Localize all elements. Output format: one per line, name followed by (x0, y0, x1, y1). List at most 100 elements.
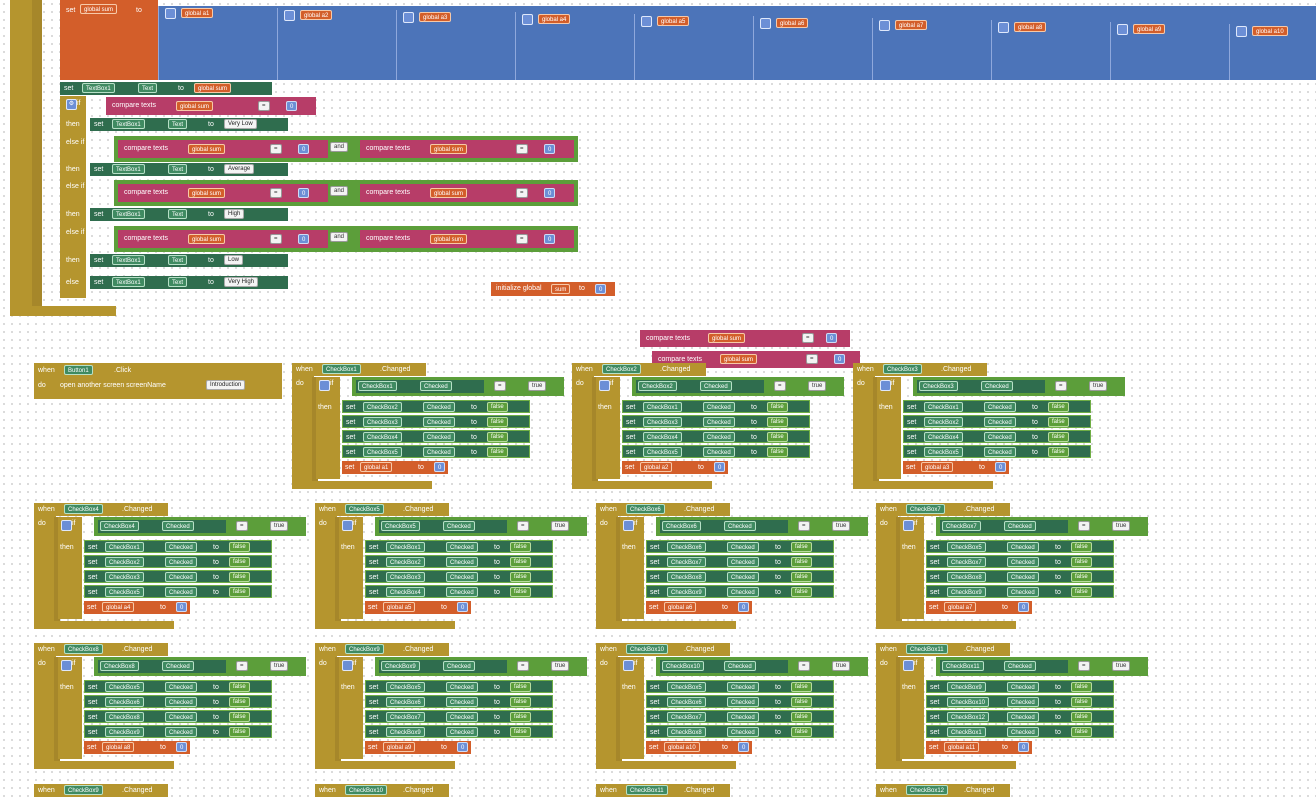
text-prop-chip[interactable]: Text (168, 277, 188, 287)
checkbox-chip[interactable]: CheckBox5 (667, 682, 706, 692)
init-var-chip[interactable]: sum (551, 284, 571, 294)
checked-prop-chip[interactable]: Checked (165, 557, 197, 567)
false-chip[interactable]: false (791, 682, 812, 692)
checked-prop-chip[interactable]: Checked (1007, 727, 1039, 737)
checked-prop-chip[interactable]: Checked (984, 417, 1016, 427)
checkbox-chip[interactable]: CheckBox3 (105, 572, 144, 582)
checked-prop-chip[interactable]: Checked (727, 682, 759, 692)
checkbox-chip[interactable]: CheckBox4 (643, 432, 682, 442)
get-global-sum-chip[interactable]: global sum (430, 188, 468, 198)
checkbox-chip[interactable]: CheckBox1 (386, 542, 425, 552)
checkbox-chip[interactable]: CheckBox9 (947, 682, 986, 692)
checkbox-chip[interactable]: CheckBox7 (906, 504, 945, 514)
eq-chip[interactable]: = (798, 661, 810, 671)
true-chip[interactable]: true (270, 521, 289, 531)
checkbox-chip[interactable]: CheckBox3 (883, 364, 922, 374)
text-value-chip[interactable]: Very Low (224, 119, 257, 129)
mutator-gear-icon[interactable]: ⚙ (66, 99, 77, 110)
number-chip[interactable]: 0 (738, 602, 750, 612)
checked-prop-chip[interactable]: Checked (446, 587, 478, 597)
checkbox-chip[interactable]: CheckBox5 (381, 521, 420, 531)
false-chip[interactable]: false (510, 682, 531, 692)
checkbox-chip[interactable]: CheckBox6 (626, 504, 665, 514)
value-chip[interactable]: 0 (544, 234, 556, 244)
checked-prop-chip[interactable]: Checked (727, 712, 759, 722)
operator-chip[interactable]: = (258, 101, 270, 111)
checkbox-chip[interactable]: CheckBox5 (386, 682, 425, 692)
value-chip[interactable]: 0 (298, 144, 310, 154)
checked-prop-chip[interactable]: Checked (446, 572, 478, 582)
textbox-chip[interactable]: TextBox1 (82, 83, 115, 93)
operator-chip[interactable]: = (516, 188, 528, 198)
textbox-chip[interactable]: TextBox1 (112, 164, 145, 174)
checkbox-chip[interactable]: CheckBox2 (602, 364, 641, 374)
addition-segment[interactable]: global a1 (158, 6, 276, 80)
checked-prop-chip[interactable]: Checked (981, 381, 1013, 391)
and-chip[interactable]: and (330, 232, 349, 242)
addition-segment[interactable]: global a4 (515, 12, 633, 80)
checkbox-chip[interactable]: CheckBox7 (947, 557, 986, 567)
get-var-chip[interactable]: global a1 (181, 8, 214, 18)
true-chip[interactable]: true (551, 661, 570, 671)
checkbox-chip[interactable]: CheckBox4 (100, 521, 139, 531)
false-chip[interactable]: false (1071, 712, 1092, 722)
global-var-chip[interactable]: global a4 (102, 602, 135, 612)
checkbox-chip[interactable]: CheckBox11 (626, 785, 668, 795)
false-chip[interactable]: false (1071, 557, 1092, 567)
false-chip[interactable]: false (791, 572, 812, 582)
eq-chip[interactable]: = (798, 521, 810, 531)
false-chip[interactable]: false (510, 697, 531, 707)
addition-segment[interactable]: global a9 (1110, 22, 1228, 80)
checked-prop-chip[interactable]: Checked (724, 521, 756, 531)
checked-prop-chip[interactable]: Checked (727, 697, 759, 707)
mutator-gear-icon[interactable] (61, 660, 72, 671)
false-chip[interactable]: false (767, 432, 788, 442)
number-chip[interactable]: 0 (1018, 602, 1030, 612)
checkbox-chip[interactable]: CheckBox8 (667, 727, 706, 737)
mutator-gear-icon[interactable] (342, 520, 353, 531)
false-chip[interactable]: false (1071, 587, 1092, 597)
global-var-chip[interactable]: global a11 (944, 742, 980, 752)
get-var-chip[interactable]: global a10 (1252, 26, 1288, 36)
eq-chip[interactable]: = (517, 661, 529, 671)
checked-prop-chip[interactable]: Checked (1007, 542, 1039, 552)
false-chip[interactable]: false (510, 572, 531, 582)
false-chip[interactable]: false (229, 557, 250, 567)
mutator-gear-icon[interactable] (342, 660, 353, 671)
value-chip[interactable]: 0 (834, 354, 846, 364)
checkbox-chip[interactable]: CheckBox6 (105, 697, 144, 707)
checkbox-chip[interactable]: CheckBox6 (662, 521, 701, 531)
checkbox-chip[interactable]: CheckBox12 (947, 712, 990, 722)
checked-prop-chip[interactable]: Checked (984, 447, 1016, 457)
